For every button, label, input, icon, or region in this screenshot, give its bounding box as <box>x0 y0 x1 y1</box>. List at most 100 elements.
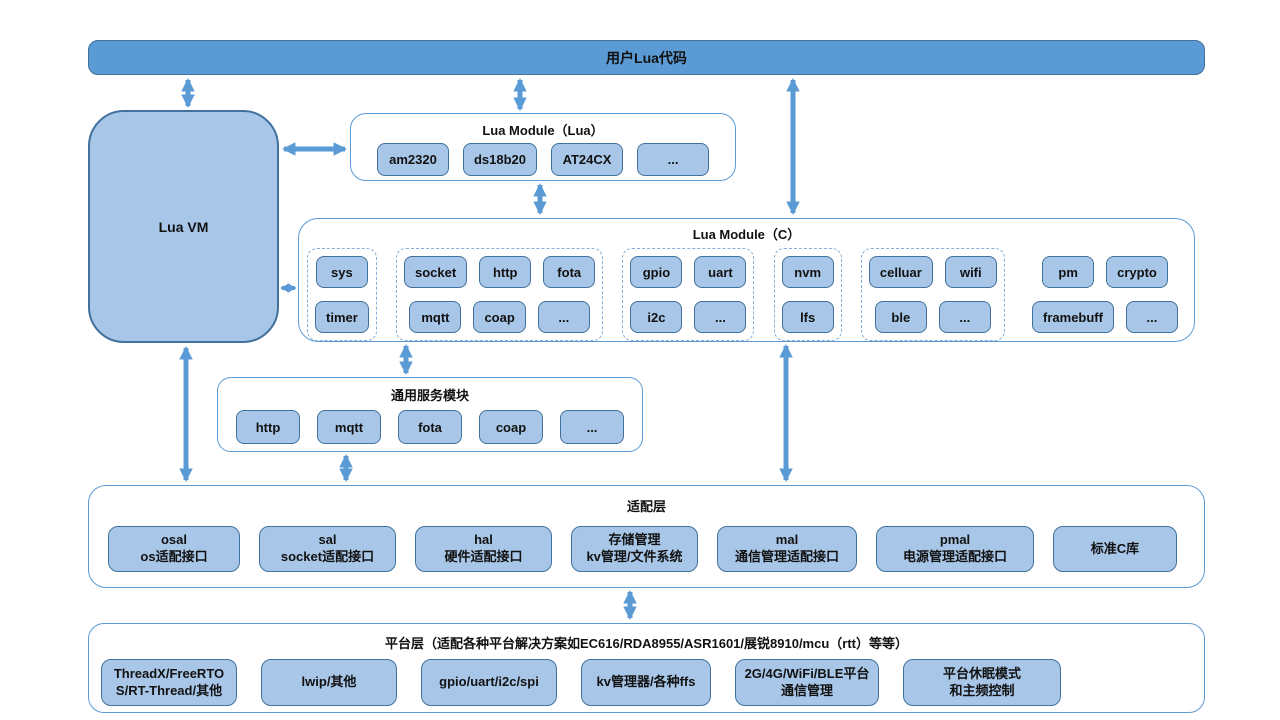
layer-box-line: 2G/4G/WiFi/BLE平台通信管理 <box>744 665 870 698</box>
module-chip-group: nvm lfs <box>773 248 842 341</box>
layer-box-line: 电源管理适配接口 <box>902 549 1007 564</box>
module-chip-group: gpio uart i2c... <box>622 248 755 341</box>
module-chip: coap <box>473 301 526 333</box>
module-chip-group: sys timer <box>307 248 377 341</box>
user-lua-code-label: 用户Lua代码 <box>606 49 687 66</box>
layer-box-line: 硬件适配接口 <box>444 549 523 564</box>
module-chip: ... <box>938 301 991 333</box>
layer-box-line: sal <box>318 532 337 548</box>
chip-row: mqtt coap... <box>404 301 595 333</box>
module-chip: http <box>236 410 300 444</box>
module-chip: fota <box>543 256 596 288</box>
module-chip: ds18b20 <box>462 143 538 176</box>
chip-row: socket http fota <box>404 256 596 288</box>
chip-row: i2c... <box>630 301 747 333</box>
module-chip-group: socket http fota mqtt coap... <box>396 248 604 341</box>
lua-vm-label: Lua VM <box>158 218 209 235</box>
module-chip-group-plain: pm crypto framebuff... <box>1024 248 1186 341</box>
common-service-panel: 通用服务模块 http mqtt fota coap... <box>217 377 643 452</box>
layer-box-line: pmal <box>939 532 971 548</box>
layer-box: gpio/uart/i2c/spi <box>421 659 557 706</box>
module-chip: framebuff <box>1032 301 1114 333</box>
module-chip: wifi <box>944 256 997 288</box>
chip-row: sys <box>315 256 369 288</box>
layer-box: kv管理器/各种ffs <box>581 659 711 706</box>
module-chip: socket <box>404 256 468 288</box>
lua-vm-box: Lua VM <box>88 110 279 343</box>
layer-box-line: 通信管理适配接口 <box>734 549 839 564</box>
lua-module-lua-chips: am2320 ds18b20 AT24CX... <box>351 143 735 176</box>
platform-layer-title: 平台层（适配各种平台解决方案如EC616/RDA8955/ASR1601/展锐8… <box>384 636 908 651</box>
layer-box-line: kv管理/文件系统 <box>586 549 683 564</box>
layer-box-line: 标准C库 <box>1090 540 1140 556</box>
module-chip: nvm <box>781 256 834 288</box>
module-chip: ... <box>694 301 747 333</box>
chip-row: ble... <box>869 301 997 333</box>
layer-box-line: osal <box>160 532 187 548</box>
common-service-chips: http mqtt fota coap... <box>218 410 642 444</box>
adapter-layer-title: 适配层 <box>626 499 666 514</box>
module-chip: celluar <box>868 256 933 288</box>
module-chip: ble <box>874 301 927 333</box>
layer-box-line: os适配接口 <box>140 549 208 564</box>
user-lua-code-bar: 用户Lua代码 <box>88 40 1205 75</box>
module-chip: ... <box>560 410 624 444</box>
module-chip: lfs <box>781 301 834 333</box>
module-chip: fota <box>398 410 462 444</box>
chip-row: nvm <box>781 256 834 288</box>
lua-module-c-title: Lua Module（C） <box>692 227 801 242</box>
module-chip: http <box>479 256 532 288</box>
layer-box-line: 平台休眠模式 <box>942 665 1021 681</box>
chip-row: timer <box>315 301 369 333</box>
layer-box-line: kv管理器/各种ffs <box>596 674 696 690</box>
platform-layer-boxes: ThreadX/FreeRTOS/RT-Thread/其他 lwip/其他 gpio… <box>89 659 1204 706</box>
layer-box-line: 存储管理 <box>608 532 661 548</box>
lua-module-lua-title: Lua Module（Lua） <box>482 123 604 138</box>
platform-layer-panel: 平台层（适配各种平台解决方案如EC616/RDA8955/ASR1601/展锐8… <box>88 623 1205 713</box>
common-service-title: 通用服务模块 <box>390 388 469 403</box>
module-chip: ... <box>537 301 590 333</box>
module-chip: uart <box>694 256 747 288</box>
module-chip: am2320 <box>376 143 449 176</box>
layer-box-line: socket适配接口 <box>280 549 375 564</box>
module-chip: AT24CX <box>551 143 624 176</box>
chip-row: celluar wifi <box>868 256 997 288</box>
module-chip: coap <box>479 410 543 444</box>
module-chip: pm <box>1042 256 1095 288</box>
chip-row: pm crypto <box>1032 256 1178 288</box>
layer-box-line: lwip/其他 <box>301 674 357 690</box>
module-chip: crypto <box>1106 256 1168 288</box>
layer-box-line: gpio/uart/i2c/spi <box>439 674 539 690</box>
chip-row: gpio uart <box>630 256 747 288</box>
module-chip: mqtt <box>317 410 381 444</box>
layer-box: lwip/其他 <box>261 659 397 706</box>
module-chip: ... <box>1125 301 1178 333</box>
module-chip: timer <box>315 301 369 333</box>
layer-box-line: mal <box>775 532 799 548</box>
lua-module-c-panel: Lua Module（C） sys timer socket http fota mqtt… <box>298 218 1195 342</box>
lua-module-lua-panel: Lua Module（Lua） am2320 ds18b20 AT24CX... <box>350 113 736 181</box>
module-chip: i2c <box>630 301 683 333</box>
module-chip: gpio <box>630 256 683 288</box>
module-chip: mqtt <box>409 301 462 333</box>
layer-box: 平台休眠模式和主频控制 <box>903 659 1061 706</box>
module-chip: sys <box>315 256 368 288</box>
layer-box: 标准C库 <box>1053 526 1177 572</box>
chip-row: lfs <box>781 301 834 333</box>
layer-box-line: 和主频控制 <box>949 682 1015 698</box>
module-chip: ... <box>637 143 710 176</box>
layer-box: 2G/4G/WiFi/BLE平台通信管理 <box>735 659 879 706</box>
layer-box-line: ThreadX/FreeRTOS/RT-Thread/其他 <box>113 665 225 698</box>
